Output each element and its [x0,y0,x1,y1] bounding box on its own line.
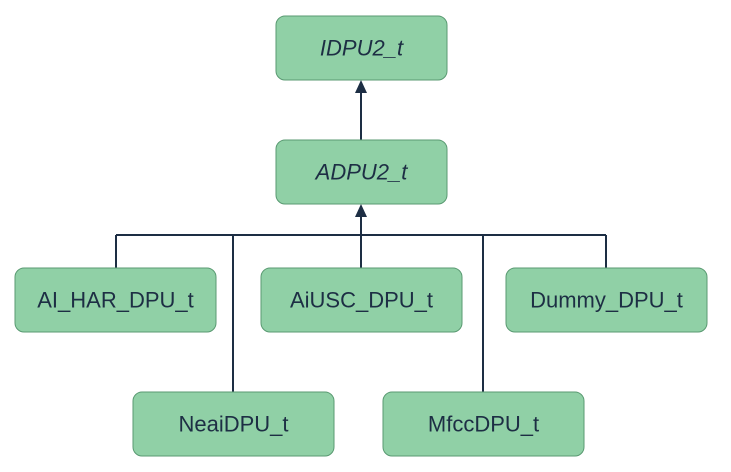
node-idpu2: IDPU2_t [275,15,448,81]
node-aiusc-dpu: AiUSC_DPU_t [260,267,463,333]
node-dummy-dpu-label: Dummy_DPU_t [530,288,683,313]
node-mfcc-dpu: MfccDPU_t [382,391,585,457]
node-dummy-dpu: Dummy_DPU_t [505,267,708,333]
node-aiusc-dpu-label: AiUSC_DPU_t [290,288,433,313]
node-neai-dpu-label: NeaiDPU_t [178,412,288,437]
node-ai-har-dpu: AI_HAR_DPU_t [14,267,217,333]
node-ai-har-dpu-label: AI_HAR_DPU_t [37,288,194,313]
node-adpu2: ADPU2_t [275,139,448,205]
node-neai-dpu: NeaiDPU_t [132,391,335,457]
node-adpu2-label: ADPU2_t [314,160,409,185]
arrowhead-adpu2 [355,204,367,217]
node-mfcc-dpu-label: MfccDPU_t [428,412,539,437]
node-idpu2-label: IDPU2_t [320,36,404,61]
connectors [115,80,607,392]
arrowhead-idpu2 [355,80,367,93]
